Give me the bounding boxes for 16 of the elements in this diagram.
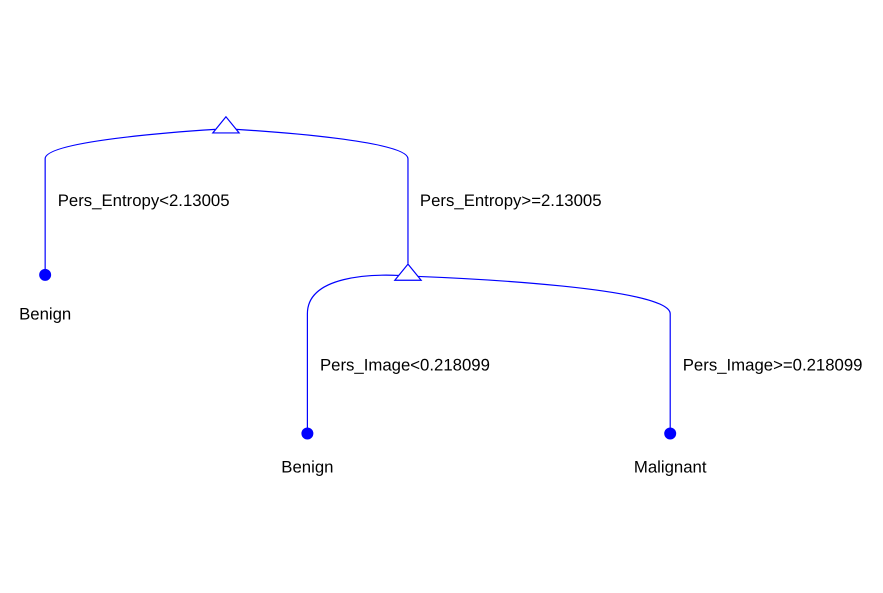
connector bbox=[236, 128, 409, 264]
connector bbox=[306, 274, 399, 428]
node-label: Malignant bbox=[634, 457, 707, 476]
connector bbox=[44, 128, 216, 269]
edge-label: Pers_Image<0.218099 bbox=[320, 354, 490, 374]
node-circle bbox=[664, 427, 676, 439]
node-triangle bbox=[212, 115, 240, 134]
node-label: Benign bbox=[281, 457, 334, 476]
node-circle bbox=[39, 268, 52, 280]
node-circle bbox=[301, 427, 314, 439]
edge-label: Pers_Entropy>=2.13005 bbox=[420, 190, 602, 210]
node-triangle bbox=[394, 262, 422, 280]
node-label: Benign bbox=[19, 304, 72, 323]
connector bbox=[418, 275, 671, 428]
edge-label: Pers_Entropy<2.13005 bbox=[58, 190, 230, 210]
edge-label: Pers_Image>=0.218099 bbox=[682, 354, 863, 374]
